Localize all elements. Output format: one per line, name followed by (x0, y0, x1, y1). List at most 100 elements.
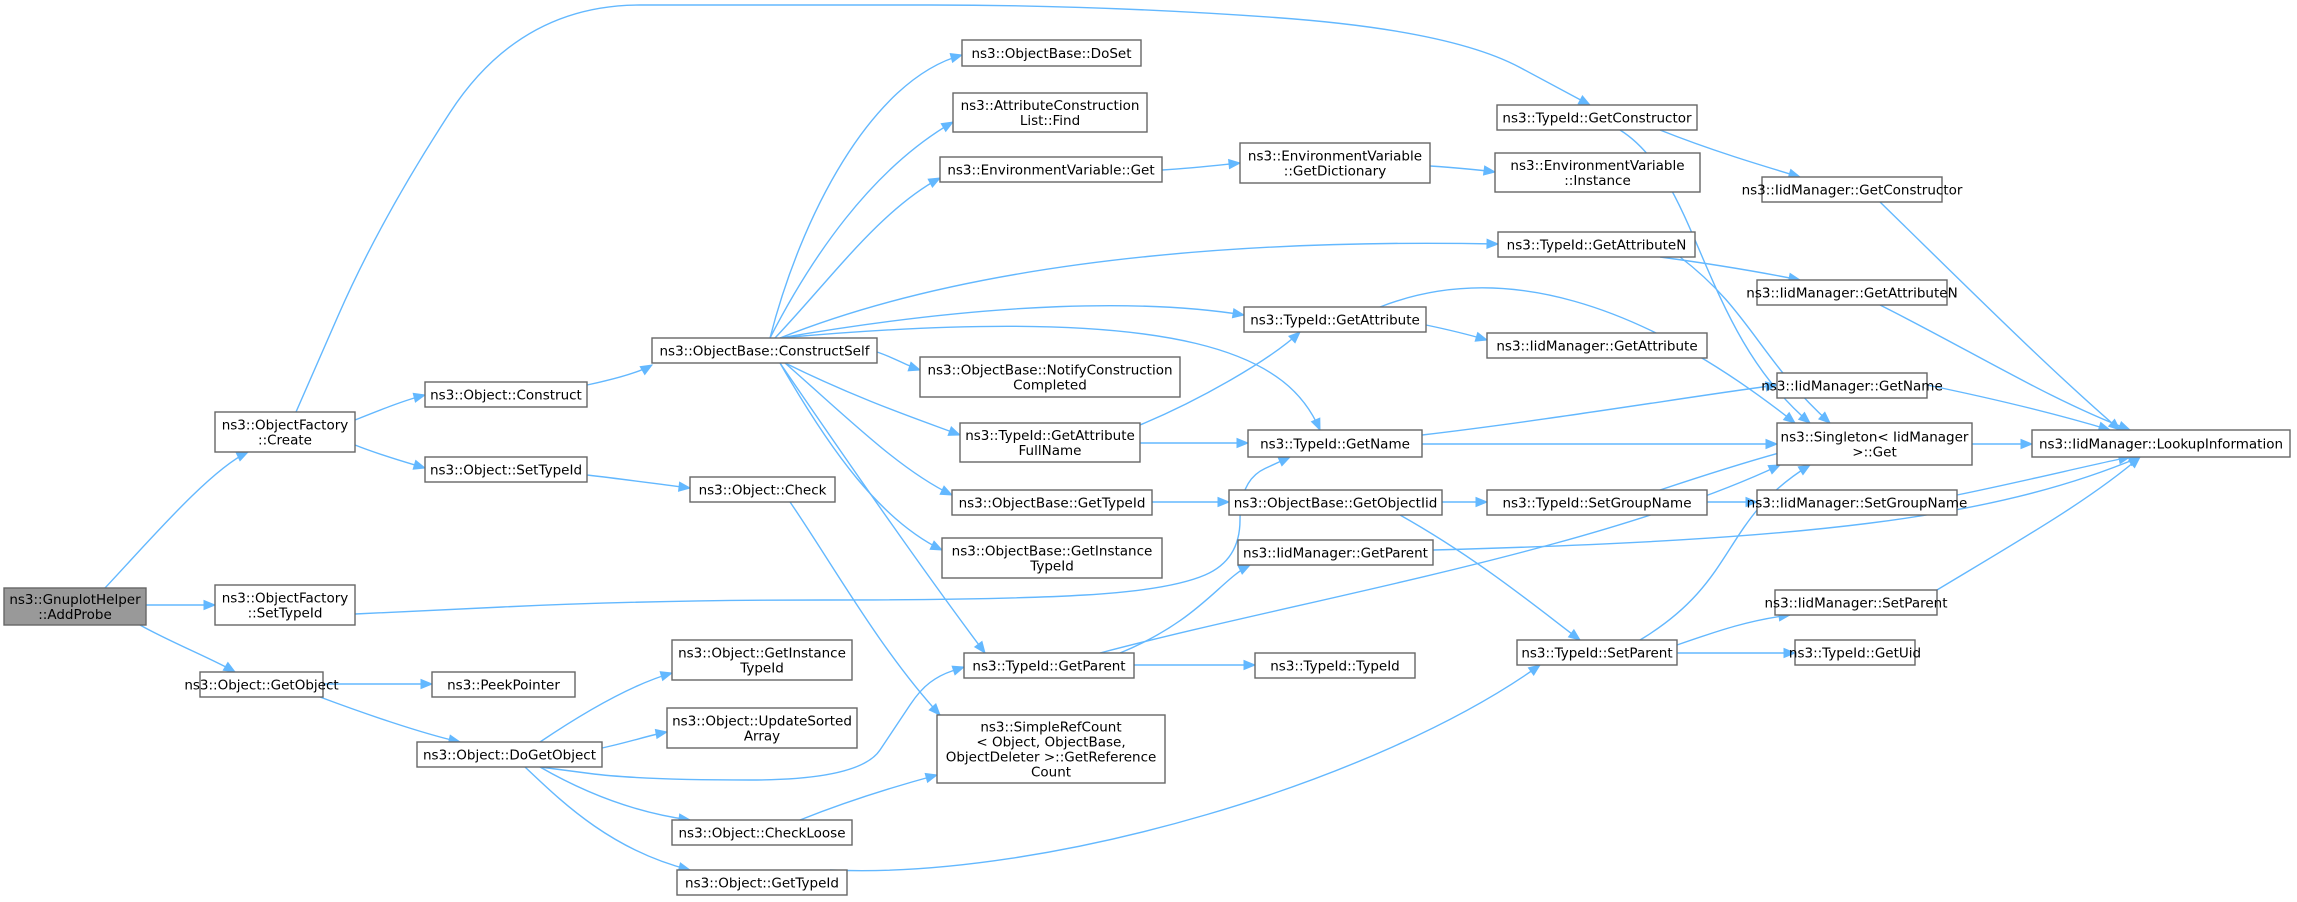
edge-line (1879, 201, 2121, 431)
edge-line (1639, 464, 1811, 641)
arrowhead-icon (1277, 456, 1292, 467)
call-edge-tid_setparent-to-singleton_get (1639, 464, 1812, 641)
node-tid-getattributen[interactable]: ns3::TypeId::GetAttributeN (1497, 231, 1696, 258)
node-label-line: ns3::TypeId::SetGroupName (1502, 496, 1691, 512)
edge-line (295, 4, 1591, 413)
node-label-line: < Object, ObjectBase, (976, 735, 1125, 751)
edge-line (1936, 456, 2141, 591)
node-tid-getname[interactable]: ns3::TypeId::GetName (1247, 429, 1423, 458)
node-ob-gettypeid[interactable]: ns3::ObjectBase::GetTypeId (951, 489, 1153, 516)
edge-line (829, 664, 1541, 872)
node-label-line: ::SetTypeId (248, 606, 323, 622)
edge-line (1379, 287, 1796, 424)
arrowhead-icon (2127, 456, 2142, 469)
call-edge-tid_setparent-to-tid_getuid (1677, 647, 1797, 659)
node-box (424, 456, 588, 483)
edge-line (1676, 614, 1791, 646)
call-edge-ob_constructself-to-tid_getattribute (779, 304, 1246, 339)
node-box (1237, 539, 1434, 566)
arrowhead-icon (1797, 411, 1812, 424)
node-ob-doset[interactable]: ns3::ObjectBase::DoSet (961, 39, 1142, 67)
node-iid-getattributen[interactable]: ns3::IidManager::GetAttributeN (1746, 279, 1958, 306)
node-of-create[interactable]: ns3::ObjectFactory::Create (214, 411, 356, 453)
node-iid-setparent[interactable]: ns3::IidManager::SetParent (1765, 589, 1948, 616)
node-of-settypeid[interactable]: ns3::ObjectFactory::SetTypeId (214, 584, 356, 626)
node-iid-getconstructor[interactable]: ns3::IidManager::GetConstructor (1742, 176, 1963, 203)
node-obj-dogetobject[interactable]: ns3::Object::DoGetObject (416, 741, 603, 768)
edge-line (769, 54, 963, 339)
node-addprobe[interactable]: ns3::GnuplotHelper::AddProbe (3, 587, 147, 626)
node-iid-getattribute[interactable]: ns3::IidManager::GetAttribute (1486, 332, 1708, 359)
node-tid-getconstructor[interactable]: ns3::TypeId::GetConstructor (1496, 104, 1698, 131)
node-envvar-getdict[interactable]: ns3::EnvironmentVariable::GetDictionary (1239, 142, 1431, 184)
arrowhead-icon (1474, 331, 1489, 342)
node-iid-lookupinfo[interactable]: ns3::IidManager::LookupInformation (2031, 429, 2291, 458)
node-tid-getuid[interactable]: ns3::TypeId::GetUid (1789, 639, 1921, 666)
edge-line (524, 766, 691, 871)
node-label-line: ns3::IidManager::GetName (1761, 379, 1943, 395)
node-box (1756, 279, 1948, 306)
node-label-line: ns3::TypeId::TypeId (1270, 659, 1400, 675)
node-obj-construct[interactable]: ns3::Object::Construct (424, 381, 588, 408)
node-iid-getname[interactable]: ns3::IidManager::GetName (1761, 372, 1943, 399)
node-label-line: ns3::TypeId::GetName (1260, 437, 1410, 453)
call-edge-tid_getattribute-to-singleton_get (1379, 287, 1797, 424)
node-obj-getobject[interactable]: ns3::Object::GetObject (184, 671, 339, 698)
node-tid-setgroupname[interactable]: ns3::TypeId::SetGroupName (1486, 489, 1708, 516)
node-obj-settypeid[interactable]: ns3::Object::SetTypeId (424, 456, 588, 483)
call-edge-obj_check-to-src_getrefcount (789, 501, 941, 716)
node-obj-checkloose[interactable]: ns3::Object::CheckLoose (671, 819, 853, 846)
node-box (1486, 489, 1708, 516)
node-obj-gettypeid[interactable]: ns3::Object::GetTypeId (676, 869, 848, 896)
node-label-line: ::GetDictionary (1284, 164, 1386, 180)
node-label-line: ns3::ObjectFactory (222, 591, 349, 607)
node-box (1776, 372, 1928, 399)
node-box (2031, 429, 2291, 458)
node-peekpointer[interactable]: ns3::PeekPointer (431, 671, 576, 698)
node-ob-notify[interactable]: ns3::ObjectBase::NotifyConstructionCompl… (919, 356, 1181, 398)
node-envvar-get[interactable]: ns3::EnvironmentVariable::Get (939, 156, 1163, 183)
call-edge-of_create-to-obj_construct (354, 392, 427, 421)
call-edge-envvar_get-to-envvar_getdict (1161, 158, 1242, 171)
arrowhead-icon (907, 361, 922, 372)
node-label-line: ns3::TypeId::GetUid (1789, 646, 1921, 662)
node-tid-getattribute[interactable]: ns3::TypeId::GetAttribute (1243, 306, 1427, 333)
node-label-line: TypeId (1029, 559, 1074, 575)
node-ob-getobjectiid[interactable]: ns3::ObjectBase::GetObjectIid (1228, 489, 1443, 516)
node-iid-setgroupname[interactable]: ns3::IidManager::SetGroupName (1747, 489, 1968, 516)
call-edge-ob_constructself-to-tid_getattributen (779, 238, 1500, 339)
node-tid-getparent[interactable]: ns3::TypeId::GetParent (963, 652, 1135, 679)
node-label-line: ns3::Object::SetTypeId (430, 463, 582, 479)
node-tid-setparent[interactable]: ns3::TypeId::SetParent (1516, 639, 1678, 666)
node-box (1496, 104, 1698, 131)
node-singleton-get[interactable]: ns3::Singleton< IidManager>::Get (1776, 422, 1973, 466)
edge-line (779, 362, 943, 551)
arrowhead-icon (1797, 464, 1812, 476)
node-label-line: ns3::PeekPointer (447, 678, 560, 694)
node-box (1774, 589, 1938, 616)
node-obj-check[interactable]: ns3::Object::Check (689, 476, 836, 503)
node-envvar-instance[interactable]: ns3::EnvironmentVariable::Instance (1494, 152, 1701, 193)
node-src-getrefcount[interactable]: ns3::SimpleRefCount< Object, ObjectBase,… (936, 714, 1166, 784)
arrowhead-icon (1231, 308, 1246, 319)
node-box (214, 411, 356, 453)
node-box (1486, 332, 1708, 359)
node-box (1243, 306, 1427, 333)
node-iid-getparent[interactable]: ns3::IidManager::GetParent (1237, 539, 1434, 566)
arrowhead-icon (927, 177, 942, 189)
edge-line (139, 624, 236, 673)
node-label-line: ns3::EnvironmentVariable::Get (947, 163, 1154, 179)
node-tid-typeid[interactable]: ns3::TypeId::TypeId (1254, 652, 1416, 679)
call-edge-tid_getparent-to-tid_typeid (1134, 659, 1257, 671)
node-ob-constructself[interactable]: ns3::ObjectBase::ConstructSelf (651, 337, 878, 364)
edge-line (586, 474, 691, 489)
node-label-line: ns3::IidManager::SetGroupName (1747, 496, 1968, 512)
call-edge-ob_constructself-to-tid_getparent (779, 362, 986, 655)
edge-line (789, 501, 941, 716)
call-edge-obj_construct-to-ob_constructself (586, 364, 654, 386)
